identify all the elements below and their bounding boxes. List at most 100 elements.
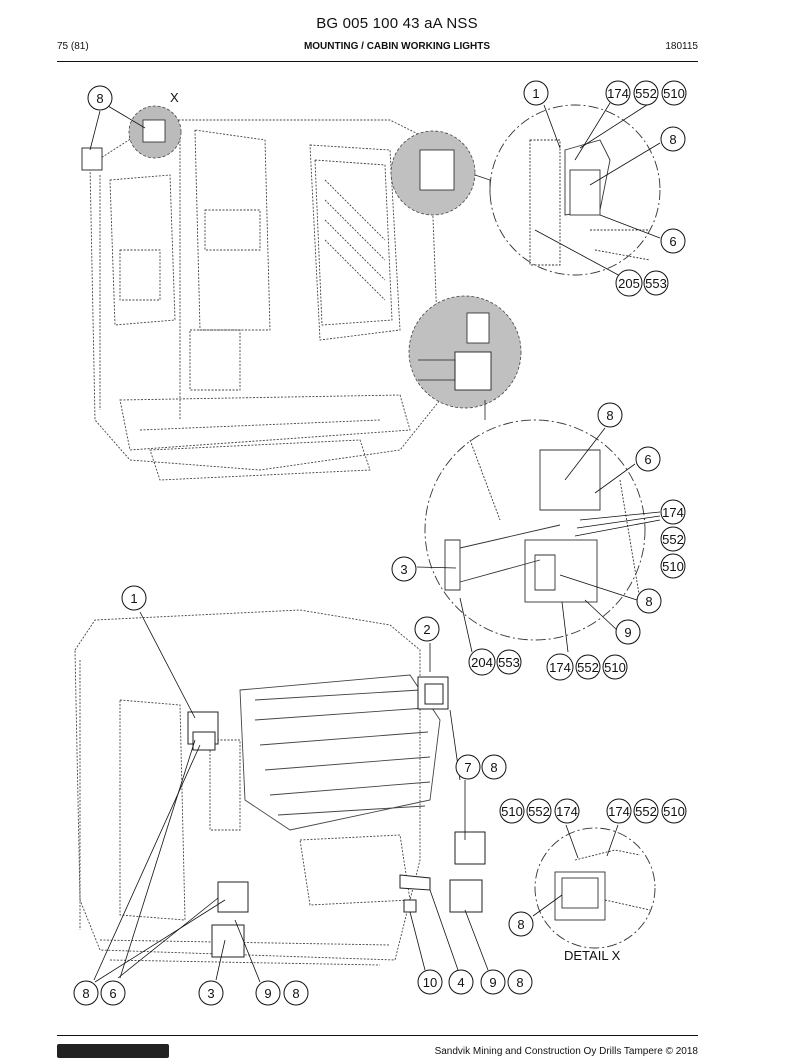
callout-number: 174 [549, 660, 571, 675]
footer-copyright: Sandvik Mining and Construction Oy Drill… [434, 1046, 698, 1057]
callout-circle [643, 270, 669, 296]
callout-8f: 8 [508, 911, 534, 937]
callout-number: 8 [606, 408, 613, 423]
callout-number: 510 [663, 86, 685, 101]
callout-number: 204 [471, 655, 493, 670]
callout-number: 174 [607, 86, 629, 101]
callout-6a: 6 [660, 228, 686, 254]
callout-9a: 9 [615, 619, 641, 645]
callout-number: 10 [423, 975, 437, 990]
callout-number: 7 [464, 760, 471, 775]
callout-circle [87, 85, 113, 111]
callout-number: 6 [644, 452, 651, 467]
callout-circle [661, 798, 687, 824]
callout-circle [121, 585, 147, 611]
lower-cabin-sketch [74, 609, 441, 966]
callout-number: 8 [517, 917, 524, 932]
callout-number: 552 [635, 86, 657, 101]
callout-6b: 6 [635, 446, 661, 472]
callout-number: 510 [501, 804, 523, 819]
view-x-label: X [170, 90, 179, 105]
callout-circle [660, 228, 686, 254]
callout-circle [523, 80, 549, 106]
callout-6c: 6 [100, 980, 126, 1006]
callout-circle [660, 526, 686, 552]
callout-number: 4 [457, 975, 464, 990]
sandvik-logo [57, 1044, 169, 1058]
callout-8b: 8 [660, 126, 686, 152]
callout-circle [605, 80, 631, 106]
callout-circle [414, 616, 440, 642]
callout-174d: 174 [554, 798, 580, 824]
callout-number: 552 [577, 660, 599, 675]
callout-circle [499, 798, 525, 824]
callout-circle [660, 126, 686, 152]
callout-circle [283, 980, 309, 1006]
callout-number: 9 [264, 986, 271, 1001]
callout-1b: 1 [121, 585, 147, 611]
callout-number: 9 [489, 975, 496, 990]
callout-number: 2 [423, 622, 430, 637]
callout-8h: 8 [283, 980, 309, 1006]
callout-510b: 510 [660, 553, 686, 579]
callout-circle [255, 980, 281, 1006]
callout-205: 205 [615, 269, 643, 297]
callout-552d: 552 [526, 798, 552, 824]
callout-number: 8 [645, 594, 652, 609]
section-title: MOUNTING / CABIN WORKING LIGHTS [303, 41, 491, 52]
callout-circle [597, 402, 623, 428]
callout-174c: 174 [546, 653, 574, 681]
callout-number: 205 [618, 276, 640, 291]
callout-circle [73, 980, 99, 1006]
callout-3b: 3 [198, 980, 224, 1006]
document-id: BG 005 100 43 aA NSS [316, 15, 478, 32]
callout-number: 3 [207, 986, 214, 1001]
callout-552a: 552 [633, 80, 659, 106]
callout-number: 510 [604, 660, 626, 675]
callout-510a: 510 [661, 80, 687, 106]
callout-circle [480, 969, 506, 995]
callout-number: 6 [669, 234, 676, 249]
callout-circle [198, 980, 224, 1006]
detail-x-circle [534, 827, 656, 949]
callout-number: 9 [624, 625, 631, 640]
callout-circle [635, 446, 661, 472]
callout-8g: 8 [73, 980, 99, 1006]
callout-number: 553 [645, 276, 667, 291]
callout-circle [660, 499, 686, 525]
detail-circle-upper [489, 104, 661, 276]
callout-circle [481, 754, 507, 780]
callout-174b: 174 [660, 499, 686, 525]
callout-circle [496, 649, 522, 675]
callout-510c: 510 [602, 654, 628, 680]
callout-9b: 9 [255, 980, 281, 1006]
callout-circle [455, 754, 481, 780]
callout-circle [507, 969, 533, 995]
callout-510d: 510 [499, 798, 525, 824]
callout-number: 552 [635, 804, 657, 819]
callout-number: 552 [662, 532, 684, 547]
callout-number: 174 [662, 505, 684, 520]
callout-number: 6 [109, 986, 116, 1001]
callout-2: 2 [414, 616, 440, 642]
callout-4: 4 [448, 969, 474, 995]
callout-552b: 552 [660, 526, 686, 552]
upper-cabin-sketch [89, 119, 441, 481]
callout-8e: 8 [481, 754, 507, 780]
callout-553a: 553 [643, 270, 669, 296]
callout-number: 8 [490, 760, 497, 775]
callout-number: 553 [498, 655, 520, 670]
callout-circle [633, 80, 659, 106]
callout-circle [508, 911, 534, 937]
callout-circle [660, 553, 686, 579]
callout-circle [615, 269, 643, 297]
callout-circle [575, 654, 601, 680]
callout-circle [448, 969, 474, 995]
lamp-units [187, 676, 486, 958]
callout-number: 510 [663, 804, 685, 819]
detail-circle-middle [424, 419, 646, 641]
callout-circle [602, 654, 628, 680]
callout-number: 1 [532, 86, 539, 101]
